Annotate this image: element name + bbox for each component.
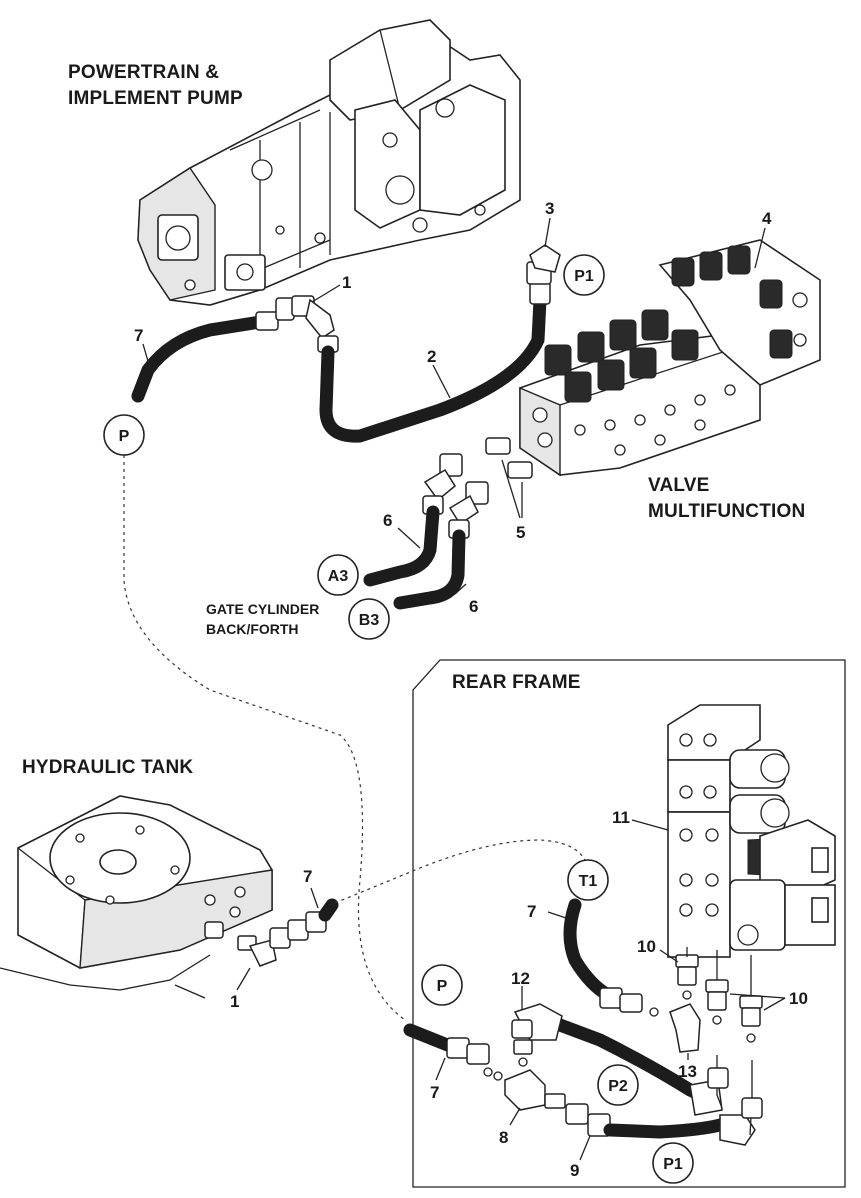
rear-frame-title: REAR FRAME (452, 672, 581, 693)
leader-3 (544, 217, 551, 248)
leader-10b2 (763, 997, 786, 1011)
fittings-10 (675, 947, 763, 1043)
callout-8: 8 (499, 1128, 508, 1147)
pump-title-line2: IMPLEMENT PUMP (68, 88, 243, 109)
valve-title-line2: MULTIFUNCTION (648, 501, 805, 522)
connector-a3: A3 (317, 554, 359, 596)
svg-text:P1: P1 (574, 268, 594, 285)
leader-9 (579, 1135, 591, 1161)
valve-block-11 (667, 704, 836, 958)
svg-text:P1: P1 (663, 1156, 683, 1173)
callout-2: 2 (427, 347, 436, 366)
leader-1-top (311, 284, 341, 303)
callout-7-top: 7 (134, 326, 143, 345)
connector-p-bottom: P (421, 964, 463, 1006)
hose-7-tank (318, 898, 339, 922)
svg-text:P2: P2 (608, 1078, 628, 1095)
svg-text:B3: B3 (359, 612, 380, 629)
fitting-3 (526, 244, 561, 305)
hose-7-pump (131, 315, 267, 403)
hose-6-a3 (363, 505, 440, 587)
leader-2 (432, 364, 451, 399)
callout-10-b: 10 (789, 989, 808, 1008)
callout-7-p: 7 (430, 1083, 439, 1102)
callout-7-t1: 7 (527, 902, 536, 921)
leader-6a (397, 527, 421, 549)
hydraulic-tank-title: HYDRAULIC TANK (22, 757, 193, 778)
leader-7-top (142, 343, 151, 369)
hydraulic-tank (0, 795, 273, 999)
powertrain-implement-pump (137, 19, 521, 306)
callout-12: 12 (511, 969, 530, 988)
fitting-9 (565, 1103, 611, 1137)
leader-4 (754, 227, 766, 269)
fitting-1-pump (255, 295, 339, 353)
callout-5: 5 (516, 523, 525, 542)
hose-2 (319, 293, 547, 443)
callout-3: 3 (545, 199, 554, 218)
callout-10-a: 10 (637, 937, 656, 956)
tee-fitting-8 (483, 1067, 566, 1111)
leader-10a (659, 949, 679, 963)
leader-11 (631, 819, 669, 831)
leader-7-tank (310, 887, 319, 909)
leader-5a (501, 459, 521, 519)
svg-text:P: P (119, 428, 130, 445)
leader-7-t1 (547, 911, 567, 919)
hose-p2 (553, 1018, 719, 1107)
fitting-1-tank (237, 911, 327, 967)
callout-6-a: 6 (383, 511, 392, 530)
callout-6-b: 6 (469, 597, 478, 616)
gate-cylinder-label-line2: BACK/FORTH (206, 621, 299, 637)
fitting-p1-end (719, 1114, 756, 1146)
pump-title-line1: POWERTRAIN & (68, 62, 219, 83)
valve-title-line1: VALVE (648, 475, 710, 496)
dashed-line-t1 (334, 839, 586, 904)
connector-b3: B3 (348, 598, 390, 640)
svg-text:T1: T1 (579, 873, 598, 890)
leader-8 (509, 1107, 521, 1126)
callout-7-tank: 7 (303, 867, 312, 886)
multifunction-valve (519, 239, 821, 477)
callout-13: 13 (678, 1062, 697, 1081)
connector-p1-bottom: P1 (652, 1142, 694, 1184)
hose-9-p1 (603, 1117, 742, 1139)
callout-1-tank: 1 (230, 992, 239, 1011)
rear-frame-box (412, 659, 846, 1188)
callout-9: 9 (570, 1161, 579, 1180)
leader-7-p (435, 1057, 446, 1081)
connector-t1: T1 (567, 859, 609, 901)
connector-p-top: P (103, 414, 145, 456)
callout-4: 4 (762, 209, 772, 228)
callout-11: 11 (612, 808, 630, 827)
fitting-7-p (446, 1037, 490, 1065)
leader-1-tank (236, 967, 251, 991)
gate-cylinder-label-line1: GATE CYLINDER (206, 601, 319, 617)
dashed-line-p (123, 455, 406, 1021)
fitting-13 (599, 987, 701, 1053)
hose-7-t1 (563, 898, 615, 1002)
svg-text:P: P (437, 978, 448, 995)
leader-6b (454, 583, 467, 595)
svg-text:A3: A3 (328, 568, 349, 585)
fitting-12 (511, 1003, 563, 1067)
connector-p1-top: P1 (563, 254, 605, 296)
hose-7-p (403, 1023, 457, 1053)
leader-10b1 (729, 993, 786, 999)
hose-6-b3 (393, 529, 466, 610)
callout-1-top: 1 (342, 273, 351, 292)
connector-p2: P2 (597, 1064, 639, 1106)
